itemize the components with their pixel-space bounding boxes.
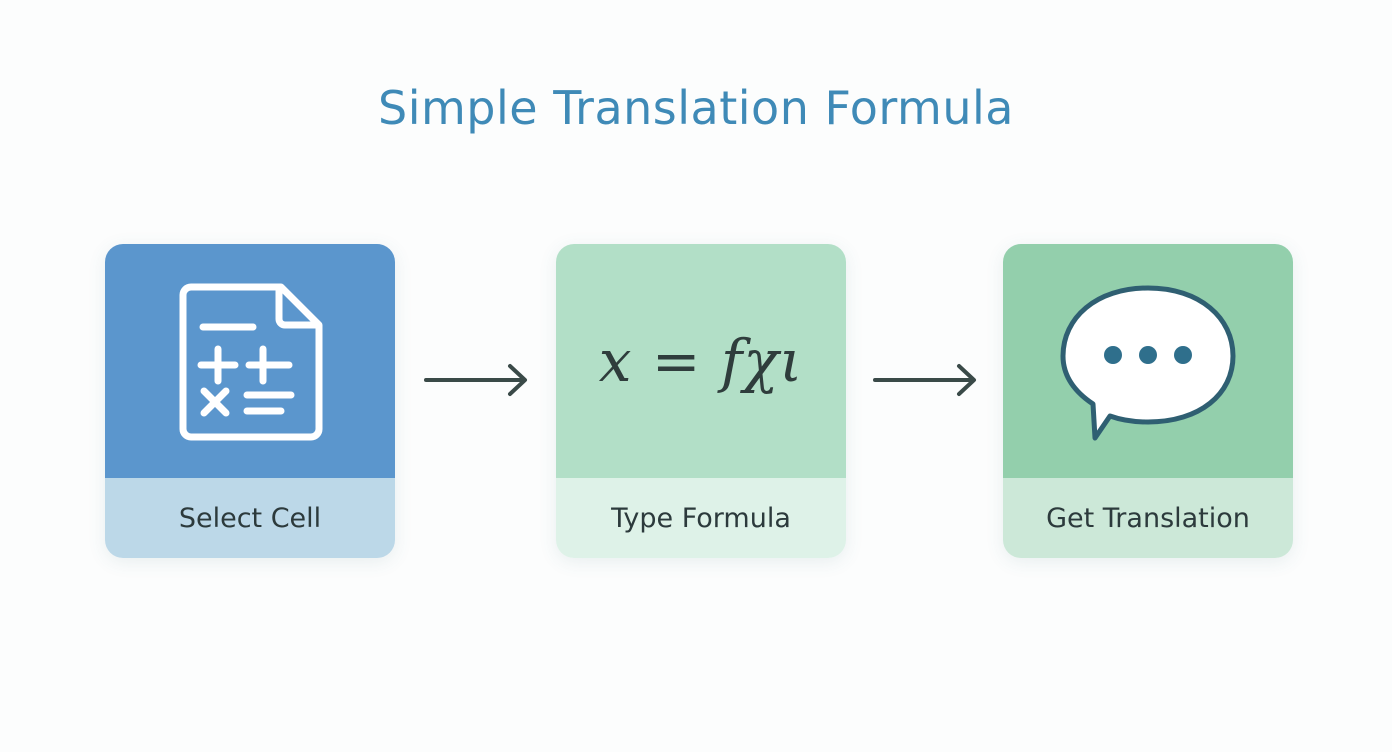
diagram-title: Simple Translation Formula: [378, 81, 1014, 135]
right-arrow-icon: [873, 364, 976, 396]
step-label: Type Formula: [611, 502, 791, 534]
spreadsheet-document-icon: [179, 283, 323, 441]
step-label: Get Translation: [1046, 502, 1250, 534]
step-card-type-formula: x = fχι Type Formula: [556, 244, 846, 558]
step-card-label-area: Select Cell: [105, 478, 395, 558]
step-card-label-area: Get Translation: [1003, 478, 1293, 558]
step-card-icon-area: x = fχι: [556, 244, 846, 478]
step-label: Select Cell: [178, 502, 322, 534]
step-card-label-area: Type Formula: [556, 478, 846, 558]
formula-text: x = fχι: [598, 327, 804, 395]
step-card-icon-area: [105, 244, 395, 478]
step-card-get-translation: Get Translation: [1003, 244, 1293, 558]
step-card-icon-area: [1003, 244, 1293, 478]
right-arrow-icon: [424, 364, 527, 396]
speech-bubble-icon: [1060, 285, 1236, 441]
step-card-select-cell: Select Cell: [105, 244, 395, 558]
